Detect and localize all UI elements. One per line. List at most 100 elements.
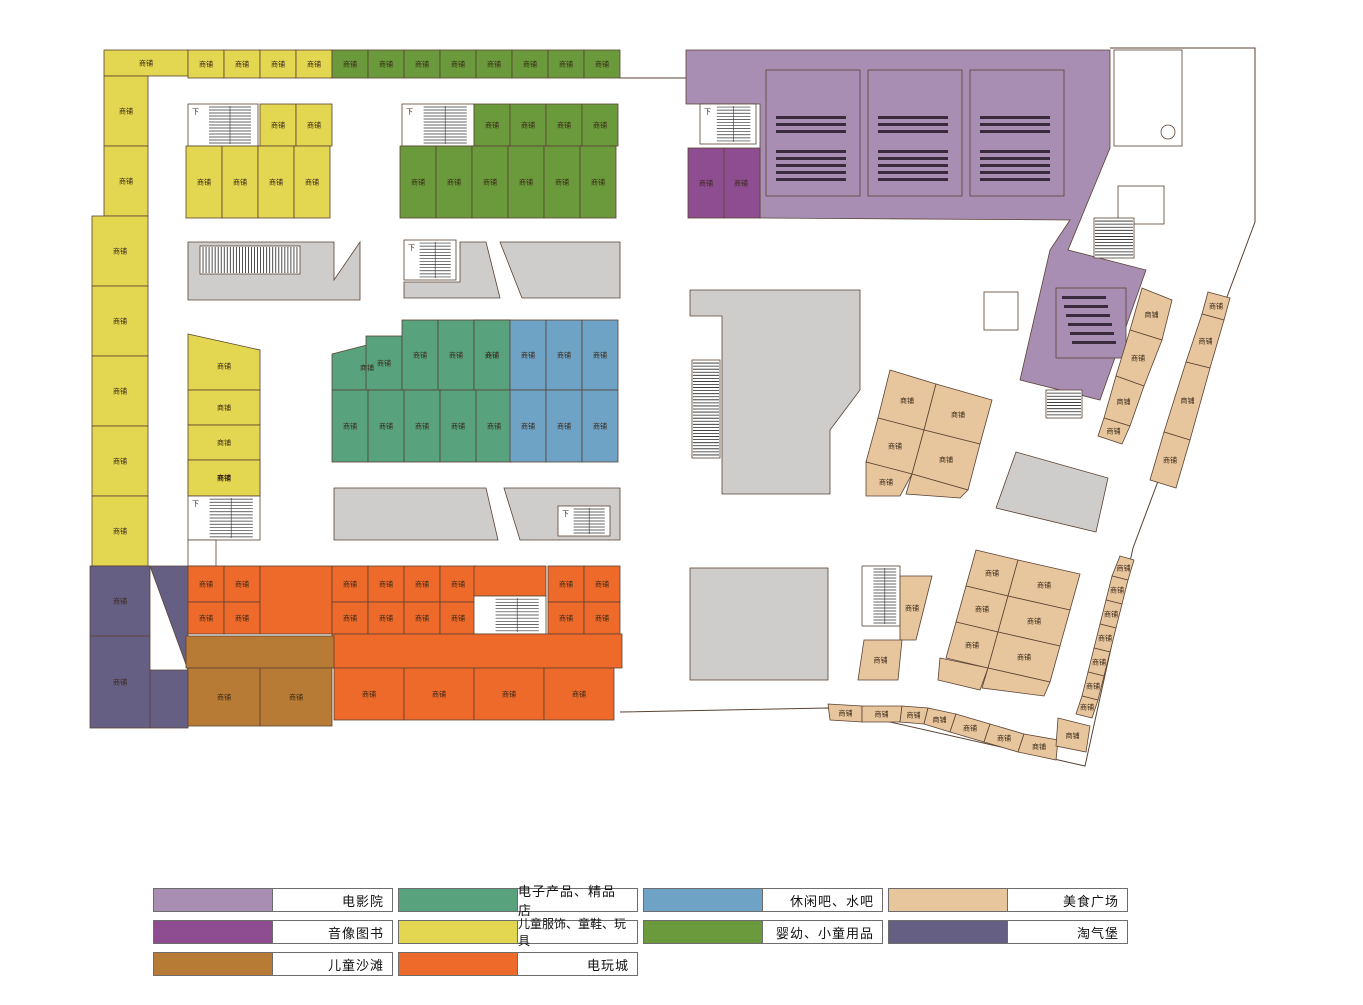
legend-label-arcade: 电玩城 (518, 953, 637, 975)
store-label: 商铺 (1110, 586, 1124, 595)
store-unit (583, 49, 621, 79)
store-unit (403, 565, 441, 603)
store-unit (221, 145, 259, 219)
store-label: 商铺 (197, 178, 211, 187)
cinema-seat-row (878, 178, 948, 181)
store-unit (259, 49, 297, 79)
store-label: 商铺 (483, 178, 497, 187)
cinema-seat-row (980, 123, 1050, 126)
store-label: 商铺 (235, 614, 249, 623)
store-unit (91, 285, 149, 357)
store-unit (899, 575, 933, 641)
store-label: 商铺 (1037, 581, 1051, 590)
legend-item-baby: 婴幼、小童用品 (643, 920, 883, 944)
legend-swatch-food-court (889, 889, 1008, 911)
stair-down-label: 下 (562, 510, 569, 518)
store-label: 商铺 (557, 422, 571, 431)
store-unit (259, 565, 333, 635)
store-label: 商铺 (1199, 337, 1213, 346)
legend-swatch-kids-clothing (399, 921, 518, 943)
store-unit (367, 49, 405, 79)
store-label: 商铺 (1104, 610, 1118, 619)
cinema-seat-row (980, 130, 1050, 133)
store-label: 商铺 (593, 422, 607, 431)
legend-label-leisure-bar: 休闲吧、水吧 (763, 889, 882, 911)
store-unit (403, 389, 441, 463)
store-label: 商铺 (343, 580, 357, 589)
store-unit (473, 565, 547, 597)
cinema-seat-row (980, 157, 1050, 160)
store-unit (91, 215, 149, 287)
legend-label-kids-clothing: 儿童服饰、童鞋、玩具 (518, 917, 637, 948)
store-label: 商铺 (269, 178, 283, 187)
common-area (689, 289, 861, 495)
store-unit (1149, 431, 1191, 489)
common-area (995, 451, 1109, 533)
store-label: 商铺 (113, 317, 127, 326)
store-label: 商铺 (343, 60, 357, 69)
store-unit (439, 389, 477, 463)
store-label: 商铺 (593, 351, 607, 360)
escalator (1045, 389, 1083, 419)
store-label: 商铺 (451, 60, 465, 69)
store-label: 商铺 (377, 359, 391, 368)
store-unit (579, 145, 617, 219)
store-label: 商铺 (362, 690, 376, 699)
common-area (499, 241, 621, 299)
store-label: 商铺 (900, 396, 914, 405)
store-label: 商铺 (1032, 742, 1046, 751)
escalator (1093, 217, 1135, 259)
store-unit (91, 355, 149, 427)
store-unit (103, 49, 189, 77)
store-unit (511, 49, 549, 79)
store-label: 商铺 (1145, 310, 1159, 319)
store-label: 商铺 (113, 678, 127, 687)
store-label: 商铺 (985, 569, 999, 578)
cinema-seat-row (878, 116, 948, 119)
restroom-fixture (1160, 124, 1176, 140)
store-unit (223, 49, 261, 79)
legend-item-kids-beach: 儿童沙滩 (153, 952, 393, 976)
store-unit (293, 145, 331, 219)
store-label: 商铺 (1117, 397, 1131, 406)
store-unit (439, 49, 477, 79)
legend-label-audio-books: 音像图书 (273, 921, 392, 943)
store-unit (509, 319, 547, 391)
store-unit (185, 635, 335, 669)
store-label: 商铺 (451, 614, 465, 623)
store-unit (543, 667, 615, 721)
store-label: 商铺 (432, 690, 446, 699)
cinema-seat-row (776, 150, 846, 153)
store-unit (1097, 417, 1131, 445)
store-unit (331, 565, 369, 603)
store-label: 商铺 (1117, 564, 1131, 573)
store-label: 商铺 (555, 178, 569, 187)
store-label: 商铺 (343, 422, 357, 431)
legend-swatch-cinema (154, 889, 273, 911)
store-unit (259, 667, 333, 727)
store-label: 商铺 (879, 478, 893, 487)
store-unit (545, 103, 583, 147)
legend-swatch-leisure-bar (644, 889, 763, 911)
legend-label-food-court: 美食广场 (1008, 889, 1127, 911)
shops-layer (89, 47, 1256, 767)
store-label: 商铺 (559, 614, 573, 623)
store-label: 商铺 (997, 734, 1011, 743)
store-unit (91, 495, 149, 567)
store-unit (103, 75, 149, 147)
legend-swatch-kids-beach (154, 953, 273, 975)
store-label: 商铺 (572, 690, 586, 699)
cinema-seat-row (878, 150, 948, 153)
store-label: 商铺 (305, 178, 319, 187)
store-label: 商铺 (1209, 302, 1223, 311)
cinema-seat-row (776, 116, 846, 119)
cinema-seat-row (1072, 341, 1116, 344)
store-label: 商铺 (415, 60, 429, 69)
store-label: 商铺 (199, 614, 213, 623)
store-label: 商铺 (1163, 456, 1177, 465)
store-label: 商铺 (839, 709, 853, 718)
store-unit (545, 319, 583, 391)
store-label: 商铺 (411, 178, 425, 187)
store-label: 商铺 (699, 179, 713, 188)
